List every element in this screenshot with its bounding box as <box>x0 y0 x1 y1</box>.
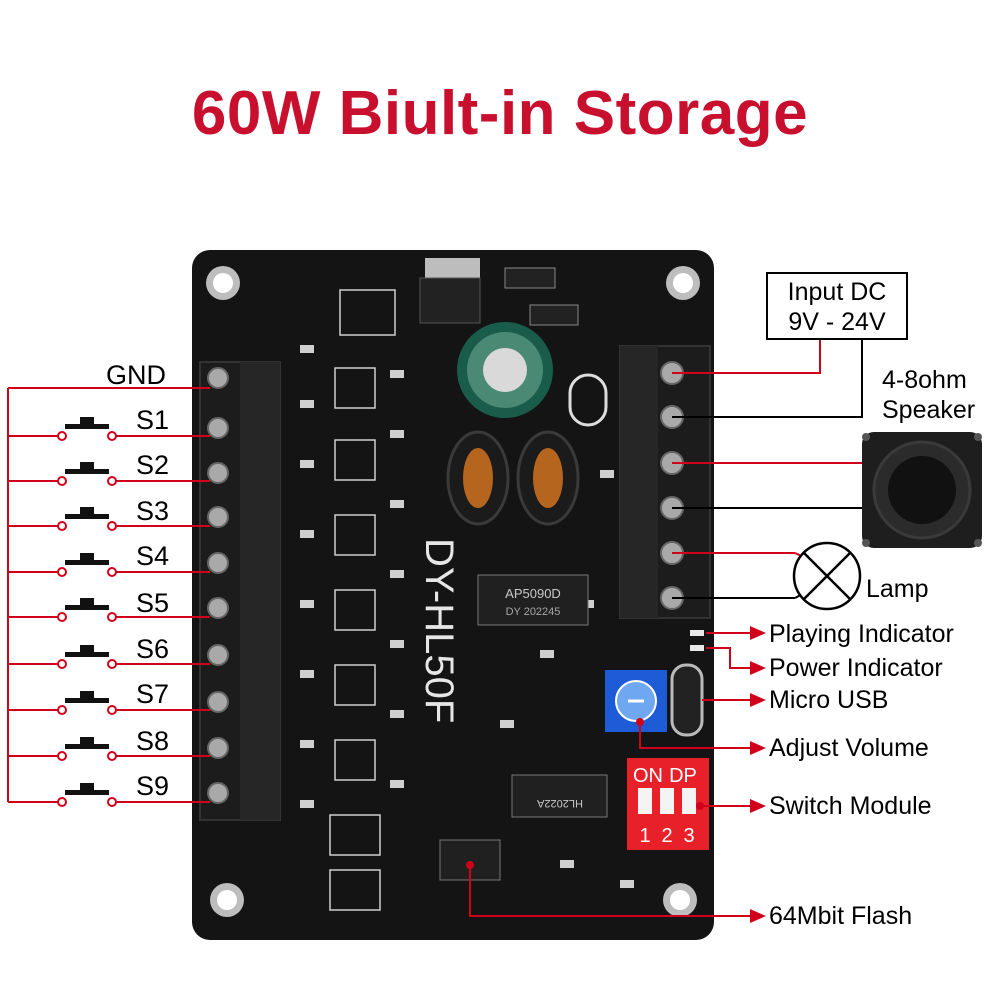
terminal-label-s5: S5 <box>136 588 170 618</box>
capacitor <box>457 322 553 418</box>
top-regulator <box>419 258 579 326</box>
decoder-chip-label: HL2022A <box>536 797 583 809</box>
terminal-label-s6: S6 <box>136 634 170 664</box>
input-dc-box: Input DC 9V - 24V <box>766 272 908 340</box>
playing-indicator-label: Playing Indicator <box>769 620 954 648</box>
dip-switch: ON DP 1 2 3 <box>627 758 709 850</box>
dip-num-1: 1 <box>639 825 650 847</box>
terminal-label-s3: S3 <box>136 496 170 526</box>
terminal-label-s2: S2 <box>136 450 170 480</box>
smd-pads <box>300 345 634 888</box>
page-title: 60W Biult-in Storage <box>191 79 809 148</box>
push-buttons <box>57 417 117 807</box>
amp-chip-sub: DY 202245 <box>506 606 561 618</box>
right-terminal-block <box>619 345 711 619</box>
pcb-board <box>192 250 714 940</box>
amp-chip: AP5090D DY 202245 <box>477 574 589 626</box>
micro-usb-port <box>670 663 704 737</box>
terminal-label-s7: S7 <box>136 679 170 709</box>
speaker-label-line1: 4-8ohm <box>882 366 967 394</box>
lamp-icon <box>792 541 862 611</box>
flash-label: 64Mbit Flash <box>769 902 913 930</box>
dip-on-label: ON <box>633 765 663 787</box>
power-indicator-label: Power Indicator <box>769 654 943 682</box>
dip-num-2: 2 <box>661 825 672 847</box>
smd-outlines <box>329 289 396 911</box>
adjust-volume-label: Adjust Volume <box>769 734 929 762</box>
input-dc-line1: Input DC <box>787 278 887 306</box>
left-terminal-block <box>199 361 281 821</box>
terminal-label-s9: S9 <box>136 771 170 801</box>
terminal-label-gnd: GND <box>106 360 166 390</box>
indicator-leds <box>690 630 704 651</box>
speaker-label-line2: Speaker <box>882 396 976 424</box>
dip-num-3: 3 <box>683 825 694 847</box>
terminal-label-s4: S4 <box>136 541 170 571</box>
micro-usb-label: Micro USB <box>769 686 889 714</box>
terminal-label-s1: S1 <box>136 405 170 435</box>
right-wiring <box>469 340 863 917</box>
dip-dp-label: DP <box>669 765 697 787</box>
terminal-label-s8: S8 <box>136 726 170 756</box>
inductors <box>446 430 580 526</box>
lamp-label: Lamp <box>866 575 929 603</box>
input-dc-line2: 9V - 24V <box>788 308 886 336</box>
speaker-icon <box>862 432 982 548</box>
amp-chip-label: AP5090D <box>505 586 561 601</box>
connection-dots <box>466 718 704 869</box>
board-label: DY-HL50F <box>417 538 461 723</box>
switch-module-label: Switch Module <box>769 792 932 820</box>
volume-potentiometer <box>605 670 667 732</box>
arrowheads <box>750 626 766 923</box>
decoder-chip: HL2022A <box>511 774 608 818</box>
left-wiring <box>7 387 210 803</box>
